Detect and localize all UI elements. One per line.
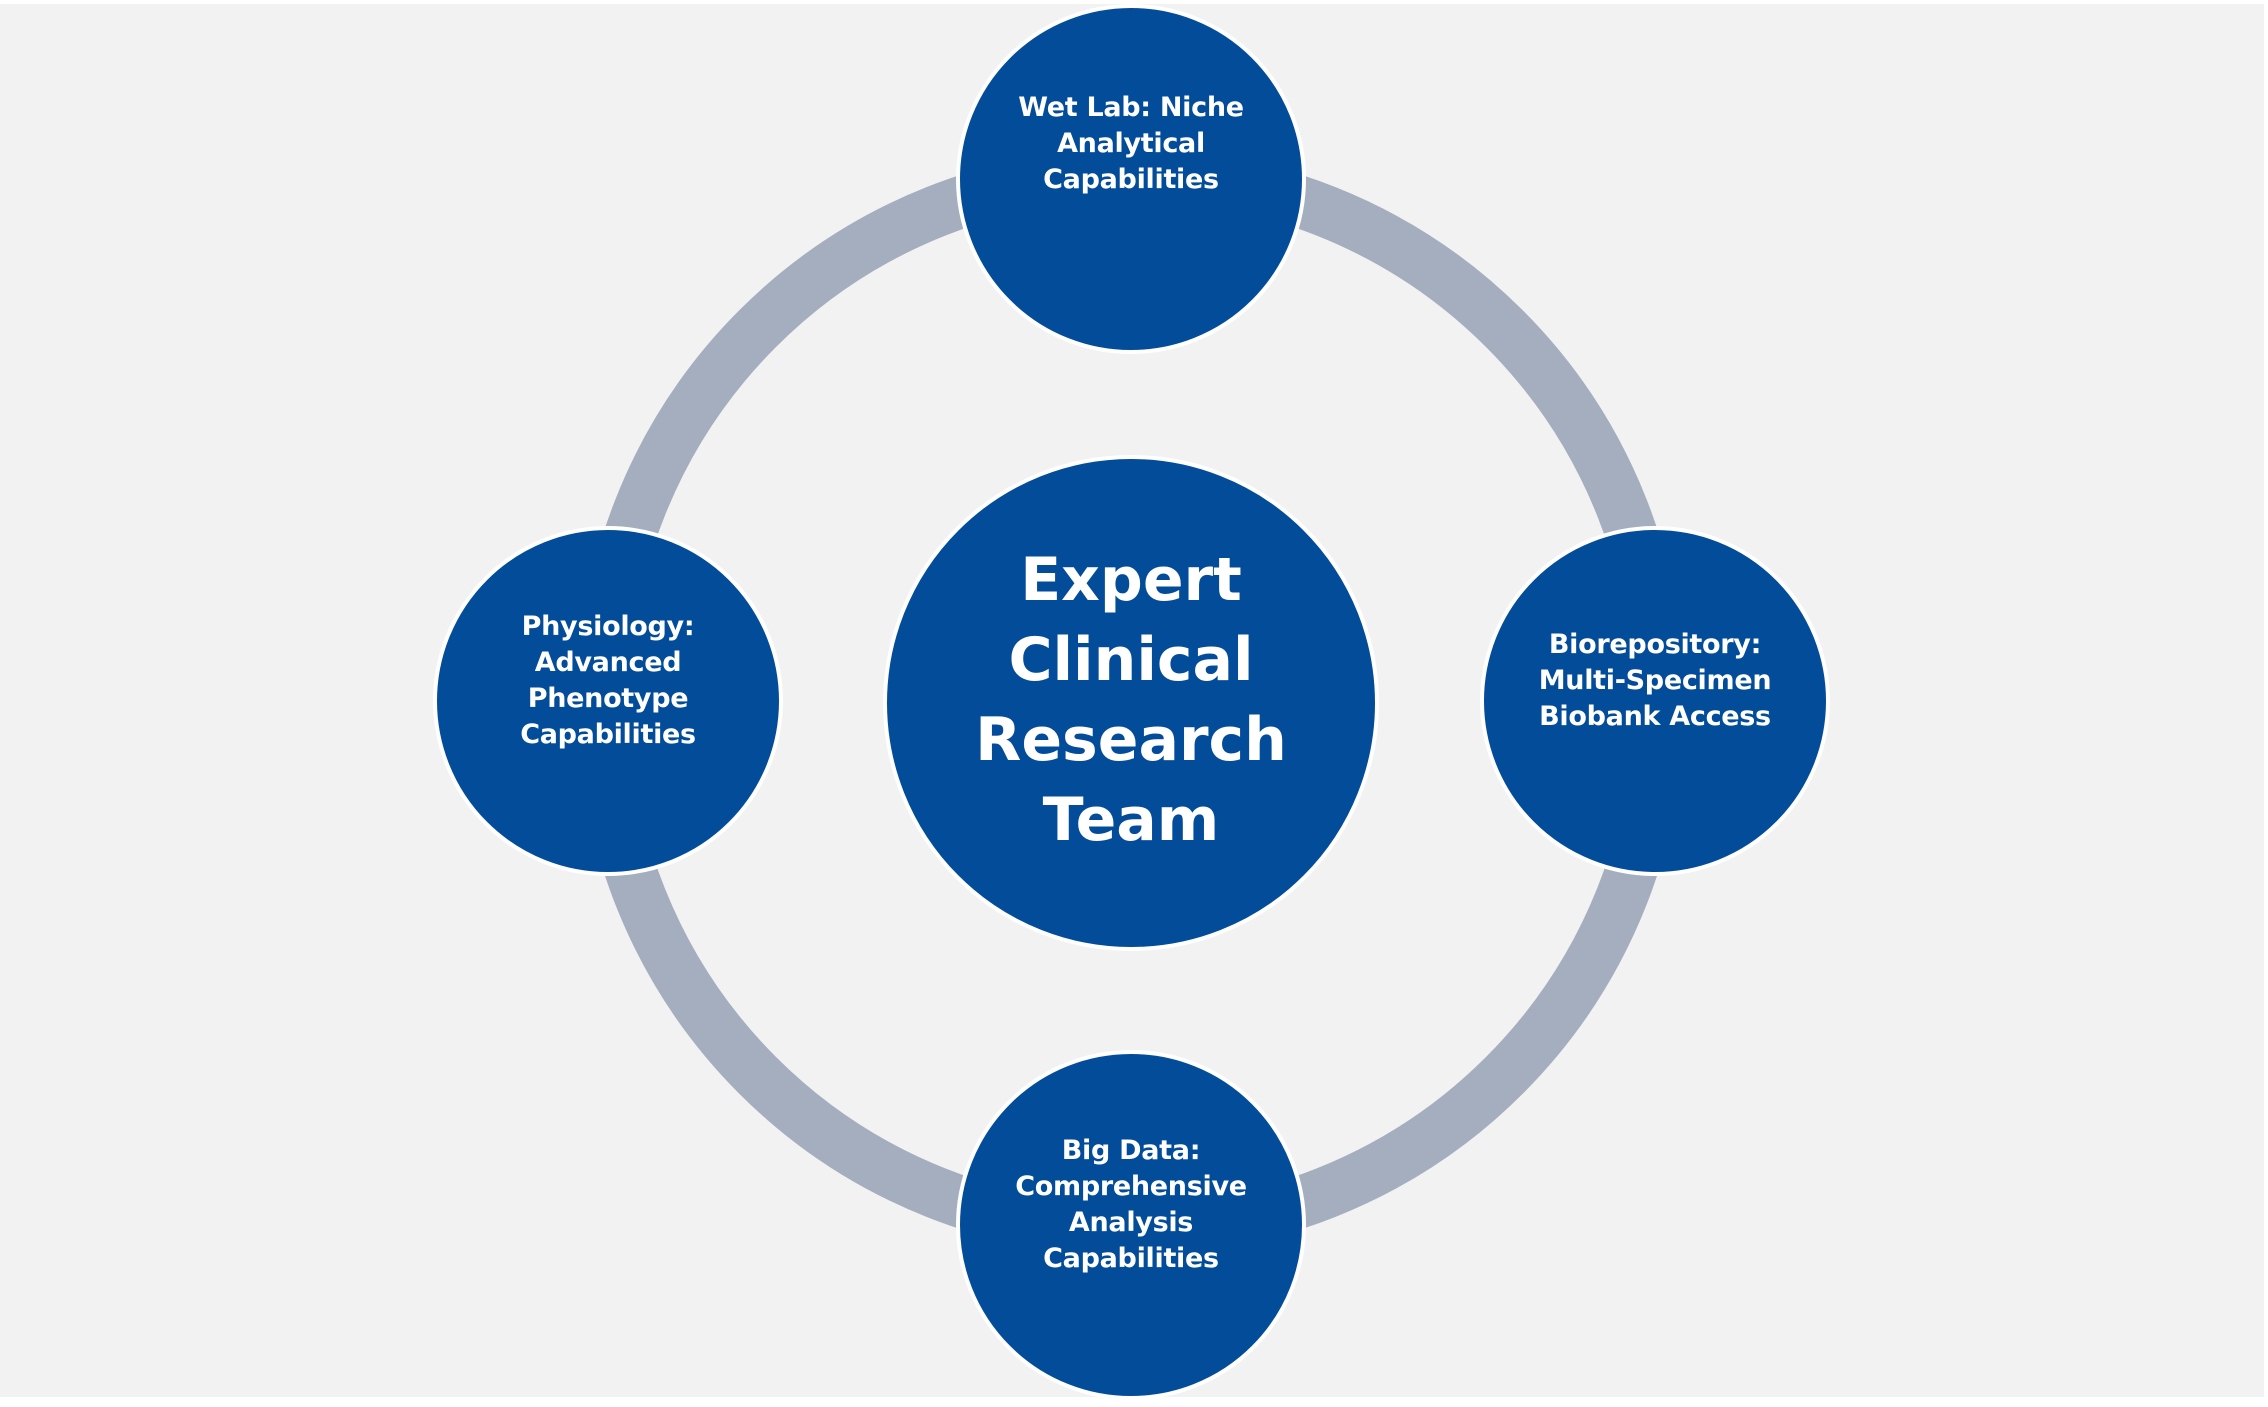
node-label-line: Big Data:: [1061, 1135, 1201, 1166]
node-physiology-label: Physiology: Advanced Phenotype Capabilit…: [520, 609, 696, 753]
node-wet-lab: Wet Lab: Niche Analytical Capabilities: [956, 4, 1306, 354]
node-label-line: Wet Lab: Niche: [1018, 92, 1244, 123]
node-biorepository-label: Biorepository: Multi-Specimen Biobank Ac…: [1539, 627, 1772, 735]
node-label-line: Multi-Specimen: [1538, 665, 1772, 696]
center-label-line: Team: [1042, 785, 1220, 855]
node-label-line: Analytical: [1057, 128, 1205, 159]
node-label-line: Biobank Access: [1539, 701, 1771, 732]
node-label-line: Comprehensive: [1015, 1171, 1247, 1202]
node-label-line: Physiology:: [521, 611, 695, 642]
diagram-canvas: Expert Clinical Research Team Wet Lab: N…: [0, 4, 2264, 1397]
node-label-line: Phenotype: [527, 683, 689, 714]
node-label-line: Capabilities: [1043, 164, 1219, 195]
node-label-line: Capabilities: [1043, 1243, 1219, 1274]
node-label-line: Capabilities: [520, 719, 696, 750]
center-label-line: Clinical: [1008, 625, 1254, 695]
node-biorepository: Biorepository: Multi-Specimen Biobank Ac…: [1480, 526, 1830, 876]
node-label-line: Advanced: [534, 647, 682, 678]
node-wet-lab-label: Wet Lab: Niche Analytical Capabilities: [1018, 90, 1244, 198]
node-big-data: Big Data: Comprehensive Analysis Capabil…: [956, 1050, 1306, 1397]
center-label-line: Research: [975, 705, 1287, 775]
center-node-expert-clinical-research-team: Expert Clinical Research Team: [883, 455, 1379, 951]
node-physiology: Physiology: Advanced Phenotype Capabilit…: [433, 526, 783, 876]
node-big-data-label: Big Data: Comprehensive Analysis Capabil…: [1015, 1133, 1247, 1277]
node-label-line: Biorepository:: [1548, 629, 1762, 660]
node-label-line: Analysis: [1068, 1207, 1194, 1238]
center-node-label: Expert Clinical Research Team: [975, 540, 1287, 860]
center-label-line: Expert: [1020, 545, 1242, 615]
